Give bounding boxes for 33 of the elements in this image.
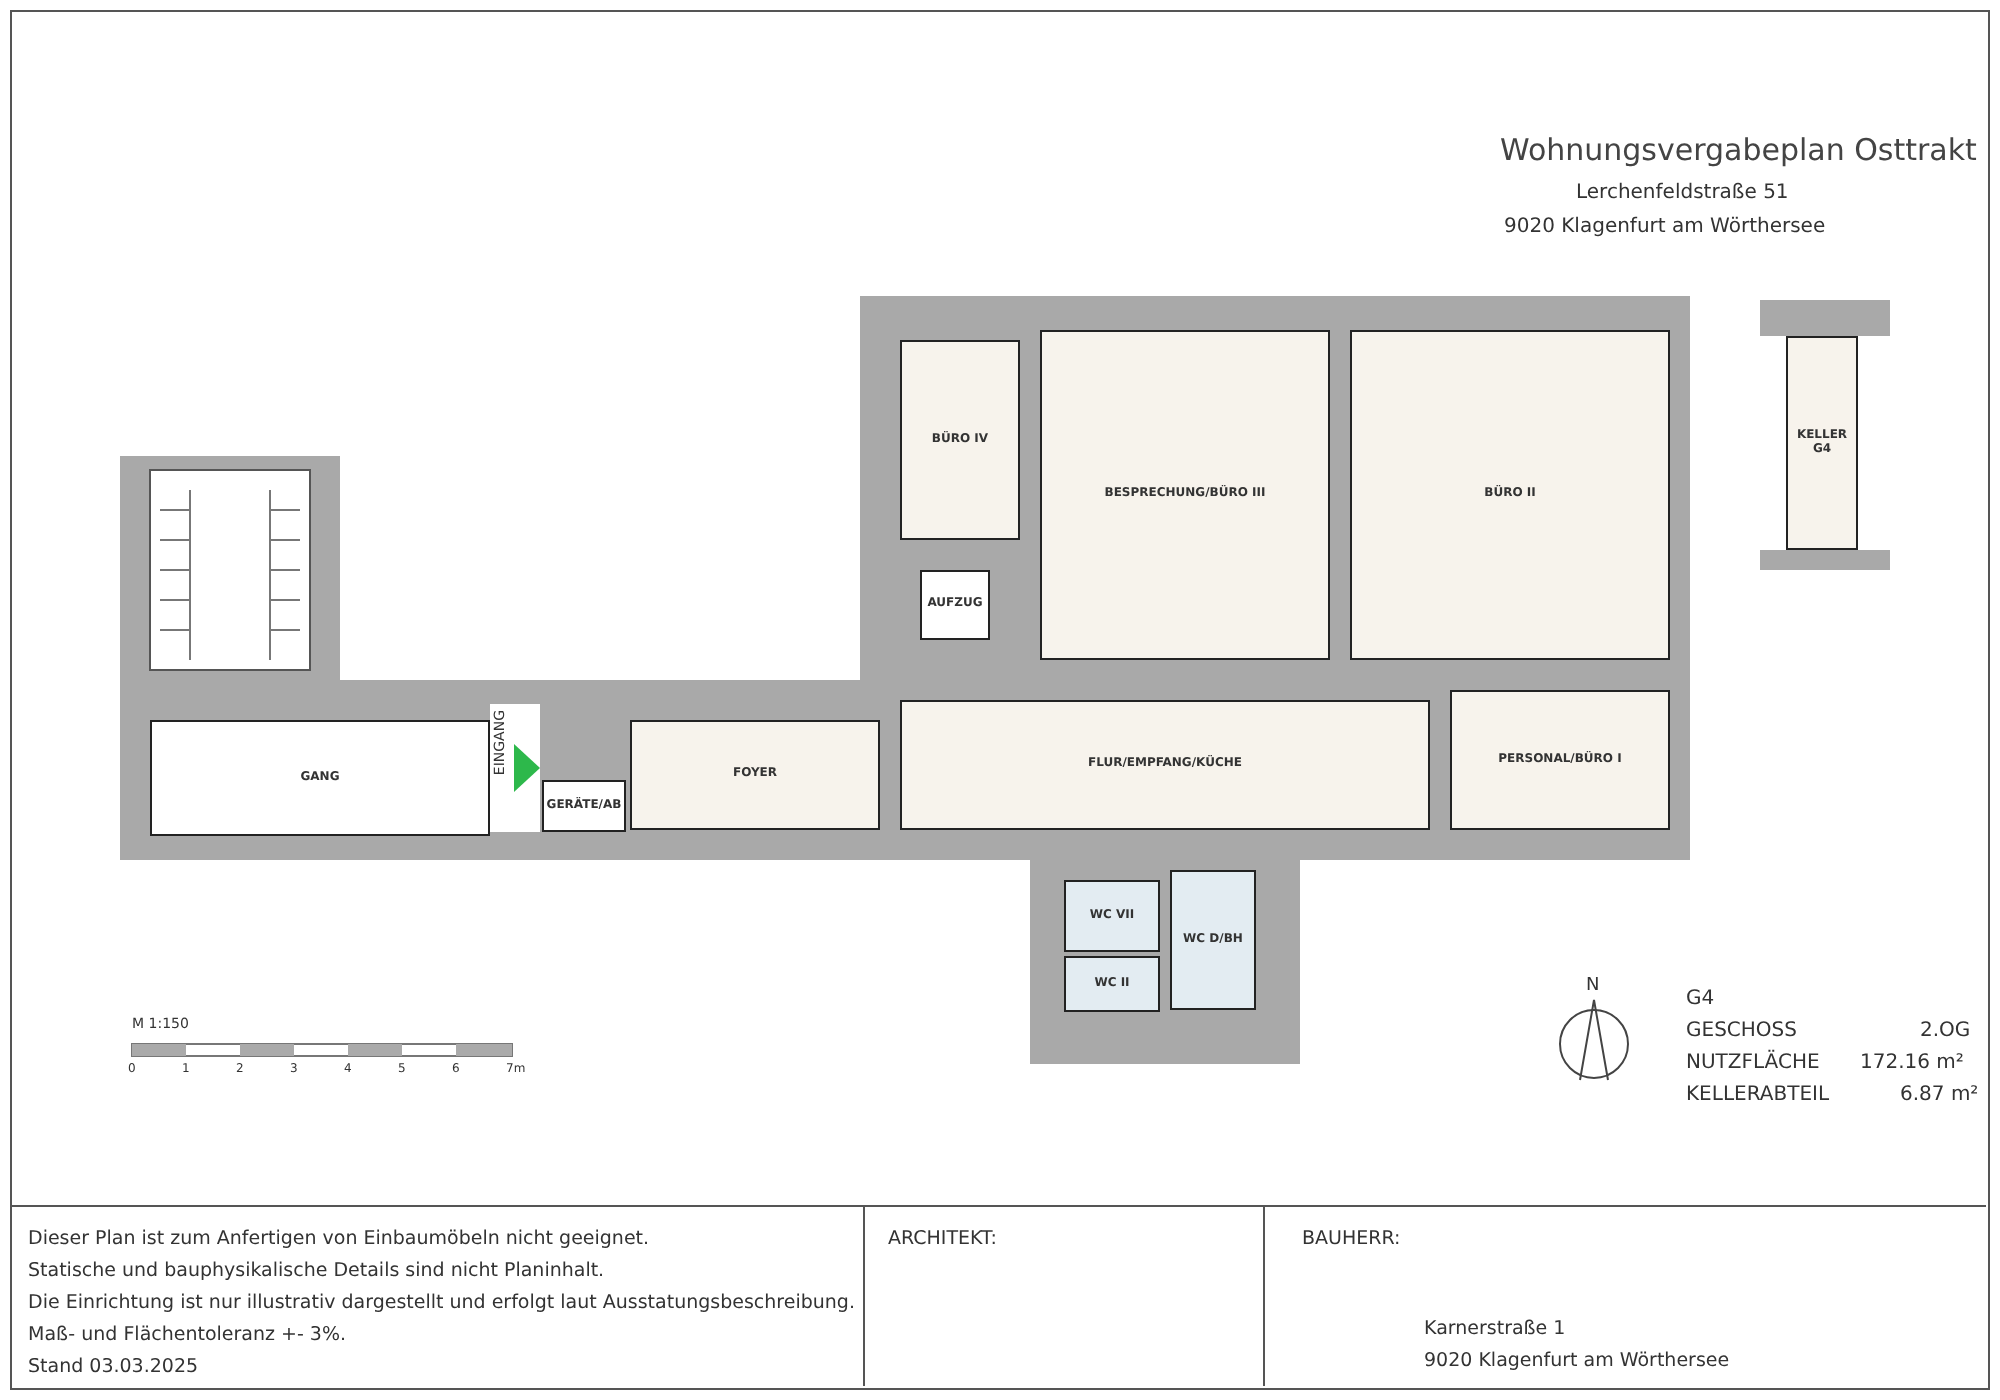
unit-number: G4 (1686, 988, 1715, 1010)
note-text: Maß- und Flächentoleranz +- 3%. (28, 1324, 347, 1346)
room-area (150, 720, 490, 836)
address-line: 9020 Klagenfurt am Wörthersee (1504, 216, 1826, 238)
field-value: 172.16 m² (1860, 1052, 1964, 1074)
room-area (1786, 336, 1858, 550)
field-label: ARCHITEKT: (888, 1228, 997, 1250)
room-area (900, 700, 1430, 830)
room-area (630, 720, 880, 830)
field-label: BAUHERR: (1302, 1228, 1401, 1250)
room-area (1040, 330, 1330, 660)
room-area (900, 340, 1020, 540)
field-label: GESCHOSS (1686, 1020, 1797, 1042)
address-line: Karnerstraße 1 (1424, 1318, 1566, 1340)
field-value: 6.87 m² (1900, 1084, 1979, 1106)
field-label: NUTZFLÄCHE (1686, 1052, 1820, 1074)
address-line: 9020 Klagenfurt am Wörthersee (1424, 1350, 1730, 1372)
note-text: Die Einrichtung ist nur illustrativ dargestellt und erfolgt laut Ausstatungsbeschreibung. (28, 1292, 855, 1314)
plan-title: Wohnungsvergabeplan Osttrakt (1500, 132, 1977, 168)
room-area (1450, 690, 1670, 830)
note-text: Dieser Plan ist zum Anfertigen von Einbaumöbeln nicht geeignet. (28, 1228, 650, 1250)
field-value: 2.OG (1920, 1020, 1971, 1042)
room-area (542, 780, 626, 832)
room-area (1064, 956, 1160, 1012)
room-area (920, 570, 990, 640)
room-area (1170, 870, 1256, 1010)
room-area (1350, 330, 1670, 660)
room-area (1064, 880, 1160, 952)
address-line: Lerchenfeldstraße 51 (1576, 182, 1789, 204)
note-text: Stand 03.03.2025 (28, 1356, 199, 1378)
field-label: KELLERABTEIL (1686, 1084, 1830, 1106)
north-label: N (1586, 976, 1600, 996)
note-text: Statische und bauphysikalische Details sind nicht Planinhalt. (28, 1260, 605, 1282)
